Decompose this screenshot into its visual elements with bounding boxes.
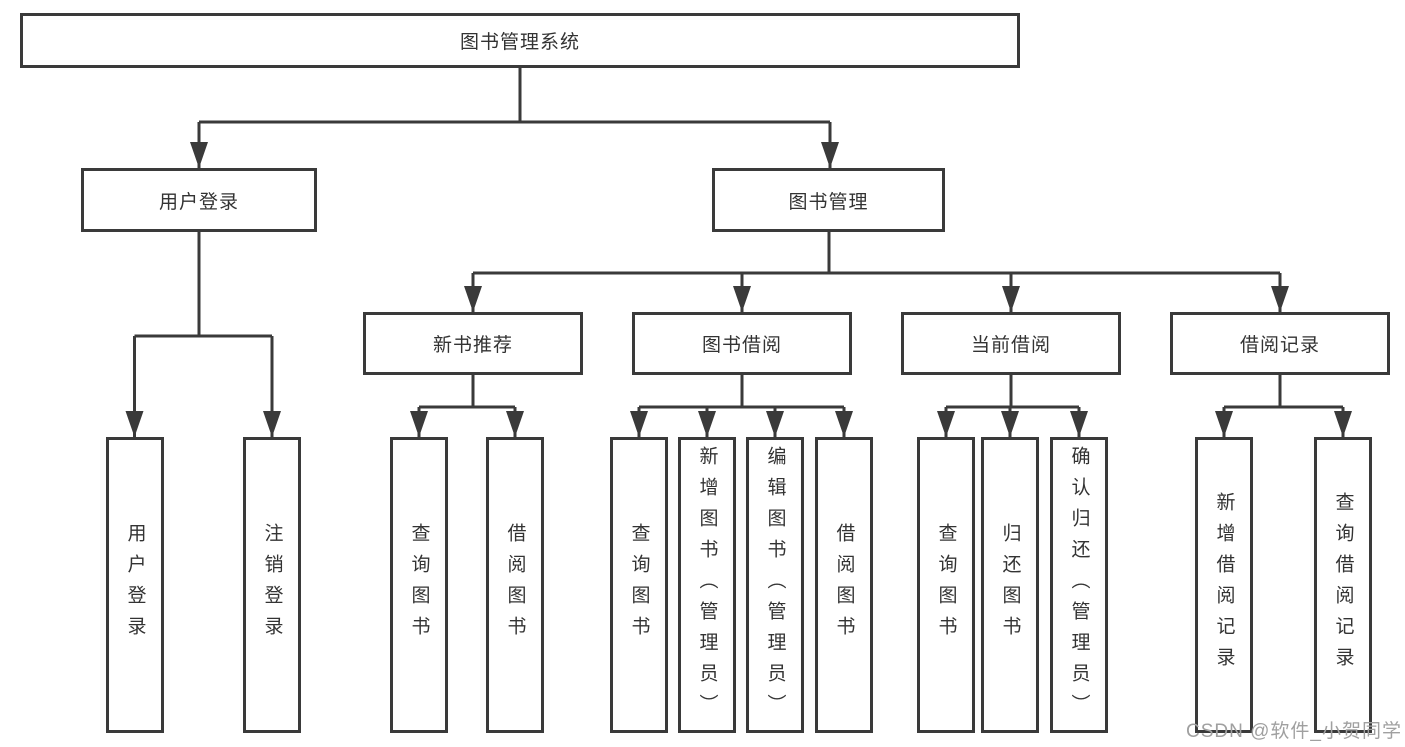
node-user-login: 用户登录 (81, 168, 317, 232)
node-label: 图书借阅 (701, 335, 782, 356)
leaf-user-login: 用户登录 (106, 437, 164, 733)
node-label: 新书推荐 (432, 335, 513, 356)
leaf-confirm-return-admin: 确认归还（管理员） (1050, 437, 1108, 733)
leaf-label: 归还图书 (999, 523, 1021, 647)
leaf-borrow-books-borrowing: 借阅图书 (815, 437, 873, 733)
leaf-label: 查询借阅记录 (1332, 492, 1354, 678)
leaf-logout: 注销登录 (243, 437, 301, 733)
leaf-add-borrow-record: 新增借阅记录 (1195, 437, 1253, 733)
node-label: 用户登录 (158, 191, 239, 213)
leaf-query-books-recommend: 查询图书 (390, 437, 448, 733)
leaf-label: 确认归还（管理员） (1068, 445, 1090, 725)
leaf-label: 编辑图书（管理员） (764, 445, 786, 725)
leaf-label: 用户登录 (124, 523, 146, 647)
leaf-label: 查询图书 (628, 523, 650, 647)
node-label: 图书管理系统 (459, 32, 580, 53)
leaf-borrow-books-recommend: 借阅图书 (486, 437, 544, 733)
csdn-watermark: CSDN @软件_小贺同学 (1186, 721, 1402, 742)
node-current-borrowing: 当前借阅 (901, 312, 1121, 375)
node-book-management: 图书管理 (712, 168, 945, 232)
node-label: 当前借阅 (970, 335, 1051, 356)
leaf-return-book: 归还图书 (981, 437, 1039, 733)
node-new-book-recommend: 新书推荐 (363, 312, 583, 375)
leaf-query-books-borrowing: 查询图书 (610, 437, 668, 733)
node-label: 图书管理 (788, 191, 869, 213)
leaf-label: 查询图书 (408, 523, 430, 647)
leaf-query-books-current: 查询图书 (917, 437, 975, 733)
leaf-edit-book-admin: 编辑图书（管理员） (746, 437, 804, 733)
leaf-add-book-admin: 新增图书（管理员） (678, 437, 736, 733)
leaf-label: 注销登录 (261, 523, 283, 647)
node-borrowing-records: 借阅记录 (1170, 312, 1390, 375)
node-book-borrowing: 图书借阅 (632, 312, 852, 375)
leaf-label: 查询图书 (935, 523, 957, 647)
leaf-query-borrow-record: 查询借阅记录 (1314, 437, 1372, 733)
leaf-label: 新增图书（管理员） (696, 445, 718, 725)
node-library-management-system: 图书管理系统 (20, 13, 1020, 68)
leaf-label: 借阅图书 (504, 523, 526, 647)
node-label: 借阅记录 (1239, 335, 1320, 356)
leaf-label: 借阅图书 (833, 523, 855, 647)
leaf-label: 新增借阅记录 (1213, 492, 1235, 678)
